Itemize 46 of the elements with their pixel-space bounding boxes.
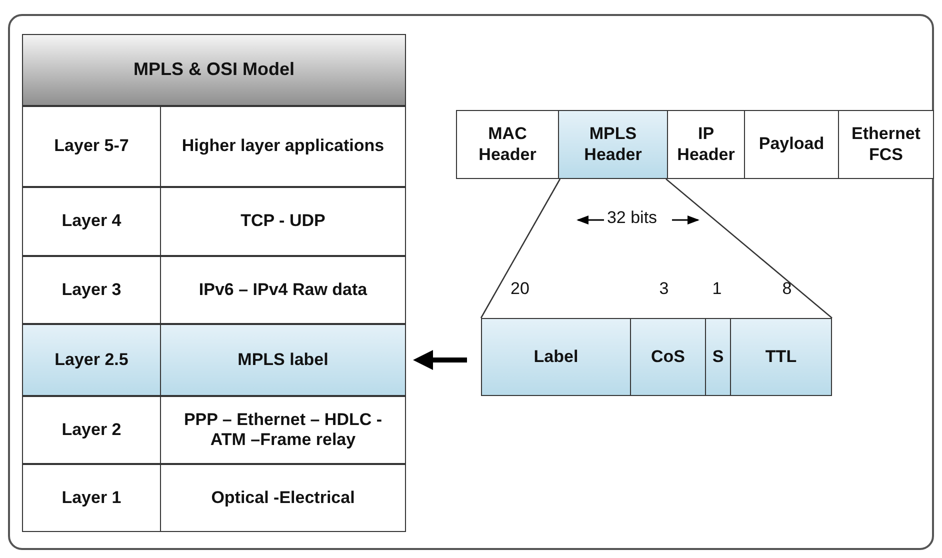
table-header <box>22 34 406 106</box>
frame-field <box>744 110 839 179</box>
bit-count: 3 <box>659 279 669 299</box>
layer-cell: Layer 2 <box>23 397 161 463</box>
table-row <box>22 396 406 464</box>
frame-field <box>838 110 934 179</box>
field-label: Label <box>532 346 580 368</box>
protocol-cell-text: TCP - UDP <box>240 210 326 232</box>
field-label: CoS <box>650 346 686 368</box>
protocol-cell-text: Optical -Electrical <box>210 486 356 509</box>
table-row <box>22 187 406 256</box>
protocol-cell-text: PPP – Ethernet – HDLC - ATM –Frame relay <box>182 408 384 451</box>
field-label: IP Header <box>676 123 736 166</box>
field-label: Ethernet FCS <box>850 123 922 166</box>
protocol-cell-text: IPv6 – IPv4 Raw data <box>198 278 368 301</box>
bit-count: 8 <box>782 279 792 299</box>
arrow <box>413 350 467 370</box>
field-label: MPLS Header <box>583 123 643 166</box>
expansion-line <box>480 178 561 318</box>
table-row <box>22 464 406 532</box>
field-label: S <box>711 346 725 368</box>
layer-cell: Layer 1 <box>23 465 161 531</box>
table-row <box>22 256 406 324</box>
field-label: MAC Header <box>478 123 538 166</box>
protocol-cell-text: MPLS label <box>236 348 330 371</box>
frame-field <box>558 110 668 179</box>
header-field <box>705 318 731 396</box>
bit-count: 1 <box>712 279 722 299</box>
header-field <box>730 318 832 396</box>
layer-cell: Layer 3 <box>23 257 161 323</box>
layer-cell: Layer 5-7 <box>23 107 161 186</box>
field-label: TTL <box>764 346 798 368</box>
layer-cell: Layer 2.5 <box>23 325 161 395</box>
dimension-label: 32 bits <box>606 208 658 228</box>
bit-count: 20 <box>510 279 530 299</box>
table-row <box>22 324 406 396</box>
field-label: MPLS & OSI Model <box>132 58 296 82</box>
table-row <box>22 106 406 187</box>
frame-field <box>456 110 559 179</box>
field-label: Payload <box>758 133 826 156</box>
expansion-line <box>666 178 832 318</box>
protocol-cell-text: Higher layer applications <box>180 135 386 158</box>
header-field <box>481 318 631 396</box>
frame-field <box>667 110 745 179</box>
layer-cell: Layer 4 <box>23 188 161 255</box>
header-field <box>630 318 706 396</box>
